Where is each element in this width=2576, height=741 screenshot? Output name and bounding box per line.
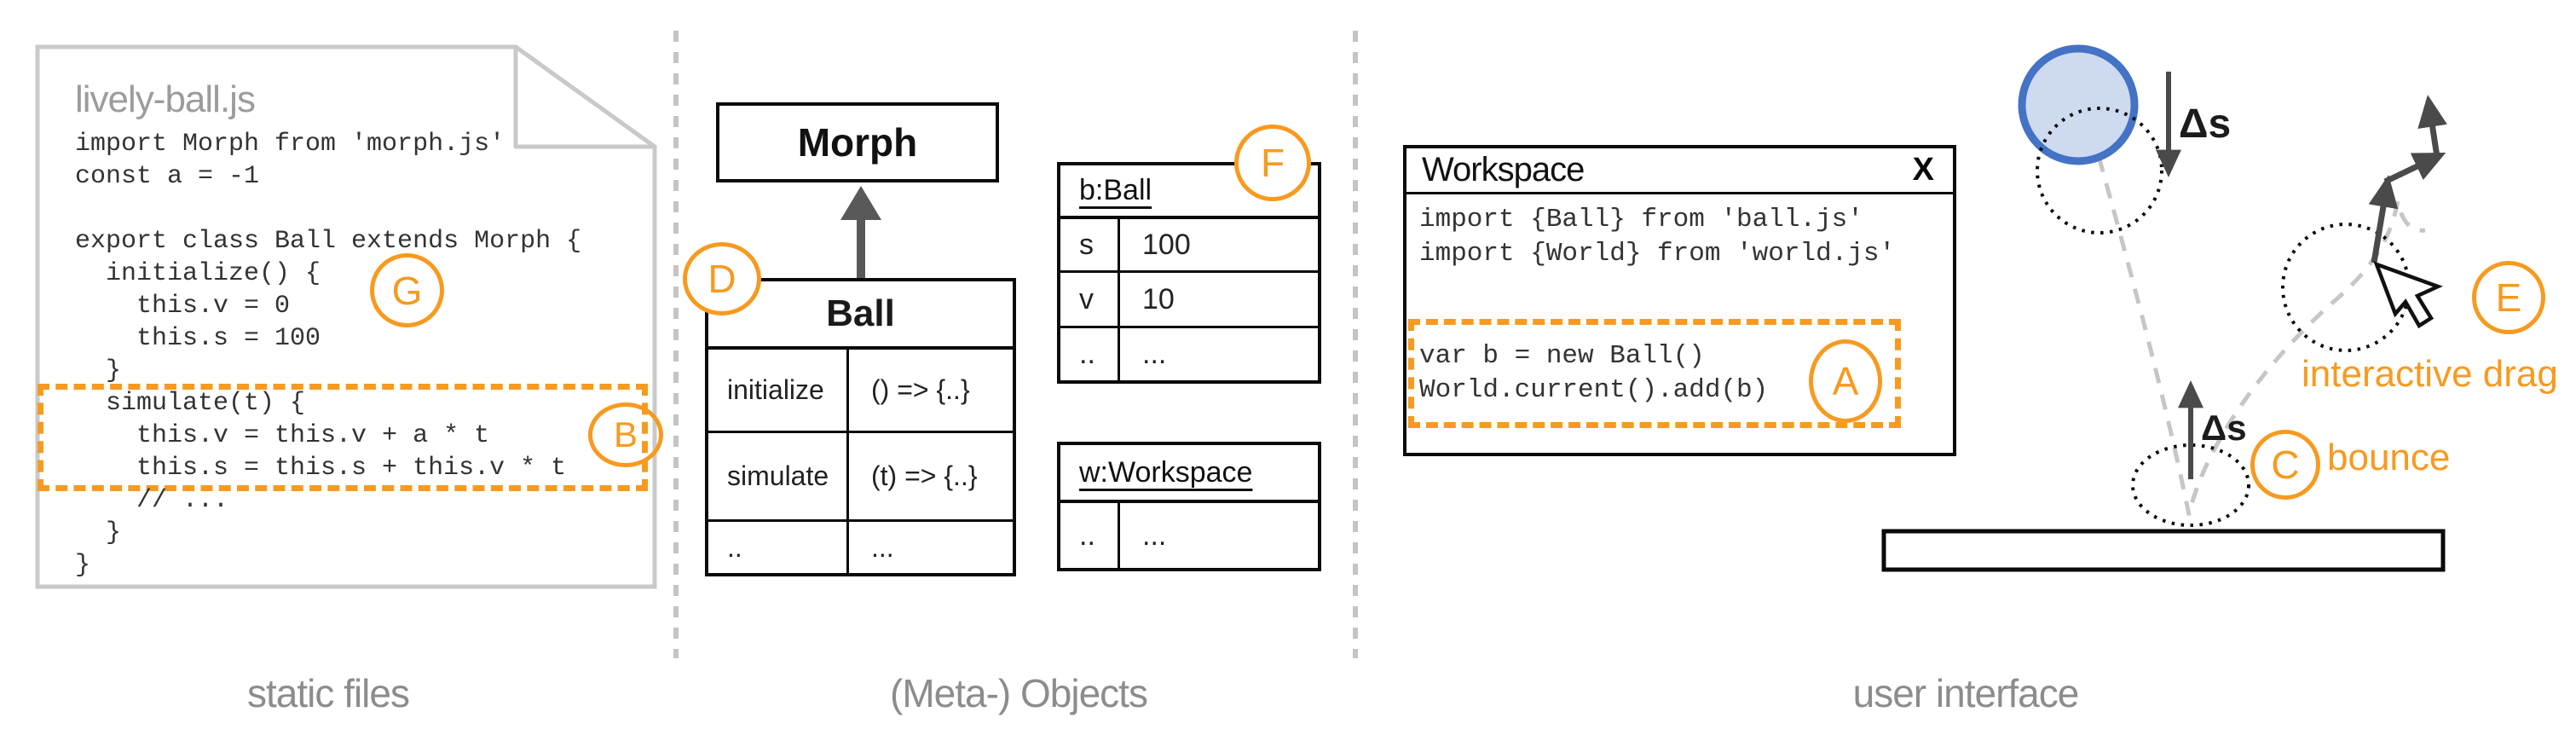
field-name: v bbox=[1060, 273, 1120, 326]
marker-A: A bbox=[1809, 339, 1882, 423]
table-row: simulate (t) => {..} bbox=[708, 433, 1013, 522]
folded-corner-icon bbox=[513, 44, 657, 149]
method-value: () => {..} bbox=[871, 374, 970, 405]
marker-G: G bbox=[370, 253, 444, 327]
interactive-drag-label: interactive drag bbox=[2302, 353, 2558, 395]
workspace-titlebar: Workspace X bbox=[1406, 148, 1953, 194]
drag-arrow-segment-3-icon bbox=[2417, 95, 2447, 158]
drag-arrow-segment-1-icon bbox=[2368, 175, 2399, 263]
field-name: s bbox=[1060, 219, 1120, 270]
ghost-ball-bounce bbox=[2131, 443, 2250, 527]
instance-table-title-text: b:Ball bbox=[1079, 174, 1152, 206]
instance-table-title: b:Ball bbox=[1060, 165, 1318, 219]
table-row: .. ... bbox=[1060, 328, 1318, 380]
superclass-label: Morph bbox=[797, 120, 918, 165]
delta-s-rise-label: Δs bbox=[2201, 408, 2247, 448]
class-table-ball: Ball initialize () => {..} simulate (t) … bbox=[705, 278, 1016, 576]
delta-s-fall-label: Δs bbox=[2179, 101, 2232, 147]
table-row: initialize () => {..} bbox=[708, 350, 1013, 433]
field-name: .. bbox=[1060, 328, 1120, 380]
field-name: .. bbox=[1060, 503, 1120, 568]
method-name: .. bbox=[708, 522, 849, 573]
field-value: ... bbox=[1142, 338, 1167, 370]
bounce-label: bounce bbox=[2327, 437, 2451, 478]
marker-D-label: D bbox=[708, 257, 736, 301]
panel-label-user-interface: user interface bbox=[1852, 671, 2080, 715]
marker-F-label: F bbox=[1260, 141, 1285, 185]
table-row: .. ... bbox=[708, 522, 1013, 573]
workspace-table-title-text: w:Workspace bbox=[1079, 455, 1253, 489]
superclass-box: Morph bbox=[716, 102, 999, 182]
method-name: initialize bbox=[708, 350, 849, 431]
instance-table-w-workspace: w:Workspace .. ... bbox=[1057, 442, 1321, 571]
field-value: 100 bbox=[1142, 228, 1191, 261]
method-value: (t) => {..} bbox=[871, 460, 978, 491]
ground-bar bbox=[1881, 529, 2446, 572]
method-name: simulate bbox=[708, 433, 849, 519]
table-row: s 100 bbox=[1060, 219, 1318, 273]
workspace-window-title: Workspace bbox=[1422, 151, 1585, 188]
marker-B-label: B bbox=[613, 414, 638, 454]
panel-label-meta-objects: (Meta-) Objects bbox=[890, 671, 1148, 715]
table-row: .. ... bbox=[1060, 503, 1318, 568]
method-value: ... bbox=[871, 531, 894, 563]
marker-C-label: C bbox=[2271, 443, 2300, 487]
cursor-icon bbox=[2373, 261, 2443, 329]
class-table-title: Ball bbox=[708, 281, 1013, 350]
file-name: lively-ball.js bbox=[75, 78, 256, 120]
marker-G-label: G bbox=[391, 268, 423, 313]
marker-A-label: A bbox=[1832, 359, 1859, 403]
drag-arrow-segment-2-icon bbox=[2383, 152, 2446, 185]
highlight-box-instantiation bbox=[1408, 319, 1901, 428]
marker-B: B bbox=[588, 402, 663, 467]
marker-C: C bbox=[2250, 430, 2320, 500]
source-file-shape bbox=[35, 44, 657, 589]
marker-E-label: E bbox=[2495, 275, 2522, 320]
panel-label-static-files: static files bbox=[247, 671, 410, 715]
close-button[interactable]: X bbox=[1912, 152, 1934, 188]
table-row: v 10 bbox=[1060, 273, 1318, 328]
workspace-table-title: w:Workspace bbox=[1060, 445, 1318, 503]
workspace-code[interactable]: import {Ball} from 'ball.js' import {Wor… bbox=[1419, 205, 1896, 405]
marker-D: D bbox=[683, 242, 761, 316]
ball-morph[interactable] bbox=[2018, 44, 2139, 165]
inheritance-arrow-head-icon bbox=[840, 186, 881, 220]
marker-E: E bbox=[2472, 261, 2545, 334]
field-value: 10 bbox=[1142, 282, 1175, 316]
field-value: ... bbox=[1142, 518, 1167, 552]
file-code: import Morph from 'morph.js' const a = -… bbox=[75, 130, 582, 580]
marker-F: F bbox=[1234, 124, 1311, 201]
